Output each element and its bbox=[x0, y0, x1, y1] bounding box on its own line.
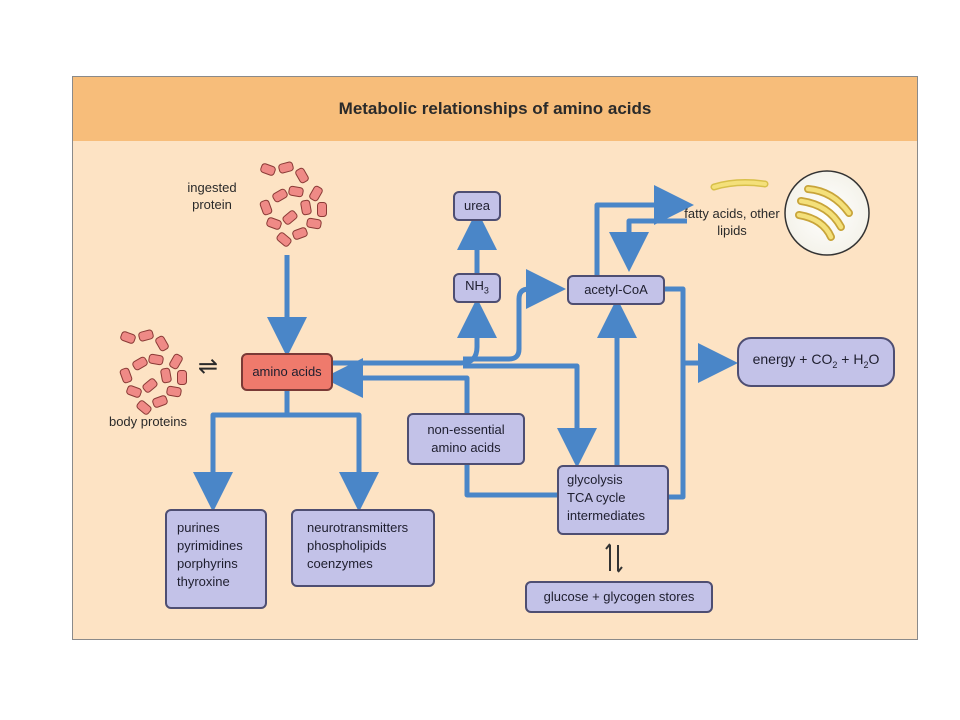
diagram-frame: Metabolic relationships of amino acids bbox=[72, 76, 918, 640]
protein-bead bbox=[282, 210, 298, 225]
protein-bead bbox=[278, 161, 294, 174]
glycolysis-glucose-equilibrium-icon bbox=[605, 543, 623, 573]
protein-bead bbox=[166, 385, 182, 398]
protein-bead bbox=[317, 202, 327, 217]
non-essential-amino-acids-node: non-essential amino acids bbox=[407, 413, 525, 465]
arrow-amino-to-purines bbox=[193, 391, 290, 512]
amino-acids-node: amino acids bbox=[241, 353, 333, 391]
diagram-title: Metabolic relationships of amino acids bbox=[338, 99, 652, 118]
protein-bead bbox=[132, 356, 148, 371]
protein-bead bbox=[160, 367, 172, 384]
neurotransmitters-node: neurotransmitters phospholipids coenzyme… bbox=[291, 509, 435, 587]
protein-bead bbox=[120, 331, 136, 344]
protein-bead bbox=[276, 232, 292, 247]
protein-bead bbox=[309, 185, 323, 202]
protein-bead bbox=[259, 199, 273, 216]
arrow-amino-to-neuro bbox=[287, 412, 379, 512]
ingested-protein-label: ingested protein bbox=[187, 180, 237, 212]
urea-node: urea bbox=[453, 191, 501, 221]
body-proteins-label: body proteins bbox=[108, 414, 188, 429]
arrow-fatty-to-acetyl bbox=[609, 218, 687, 272]
acetyl-coa-node: acetyl-CoA bbox=[567, 275, 665, 305]
lipid-droplet-icon bbox=[784, 170, 870, 256]
purines-node: purines pyrimidines porphyrins thyroxine bbox=[165, 509, 267, 609]
energy-node: energy + CO2 + H2O bbox=[737, 337, 895, 387]
protein-bead bbox=[288, 185, 304, 198]
title-bar: Metabolic relationships of amino acids bbox=[73, 77, 917, 141]
protein-bead bbox=[138, 329, 154, 342]
fatty-acid-icon bbox=[710, 179, 769, 191]
protein-bead bbox=[155, 335, 169, 352]
protein-bead bbox=[152, 395, 168, 408]
protein-bead bbox=[272, 188, 288, 203]
protein-bead bbox=[295, 167, 309, 184]
glycolysis-node: glycolysis TCA cycle intermediates bbox=[557, 465, 669, 535]
equilibrium-symbol: ⇌ bbox=[197, 353, 219, 380]
fatty-acids-label: fatty acids, other lipids bbox=[684, 206, 780, 238]
protein-bead bbox=[126, 385, 142, 398]
energy-text: energy + CO2 + H2O bbox=[752, 351, 880, 370]
ingested-protein-icon bbox=[259, 161, 327, 247]
nh3-node: NH3 bbox=[453, 273, 501, 303]
protein-bead bbox=[266, 217, 282, 230]
glucose-glycogen-node: glucose + glycogen stores bbox=[525, 581, 713, 613]
protein-bead bbox=[142, 378, 158, 393]
protein-bead bbox=[300, 199, 312, 216]
protein-bead bbox=[306, 217, 322, 230]
protein-bead bbox=[169, 353, 183, 370]
protein-bead bbox=[136, 400, 152, 415]
arrow-acetyl-loop-right bbox=[665, 286, 686, 500]
arrow-amino-to-glycolysis bbox=[463, 363, 597, 468]
protein-bead bbox=[177, 370, 187, 385]
body-protein-icon bbox=[119, 329, 187, 415]
arrow-amino-to-nh3 bbox=[325, 298, 497, 366]
arrow-amino-to-acetyl bbox=[463, 269, 566, 362]
arrow-acetyl-to-fatty bbox=[594, 185, 694, 275]
protein-bead bbox=[119, 367, 133, 384]
nh3-text: NH3 bbox=[465, 277, 489, 296]
protein-bead bbox=[260, 163, 276, 176]
protein-bead bbox=[292, 227, 308, 240]
protein-bead bbox=[148, 353, 164, 366]
